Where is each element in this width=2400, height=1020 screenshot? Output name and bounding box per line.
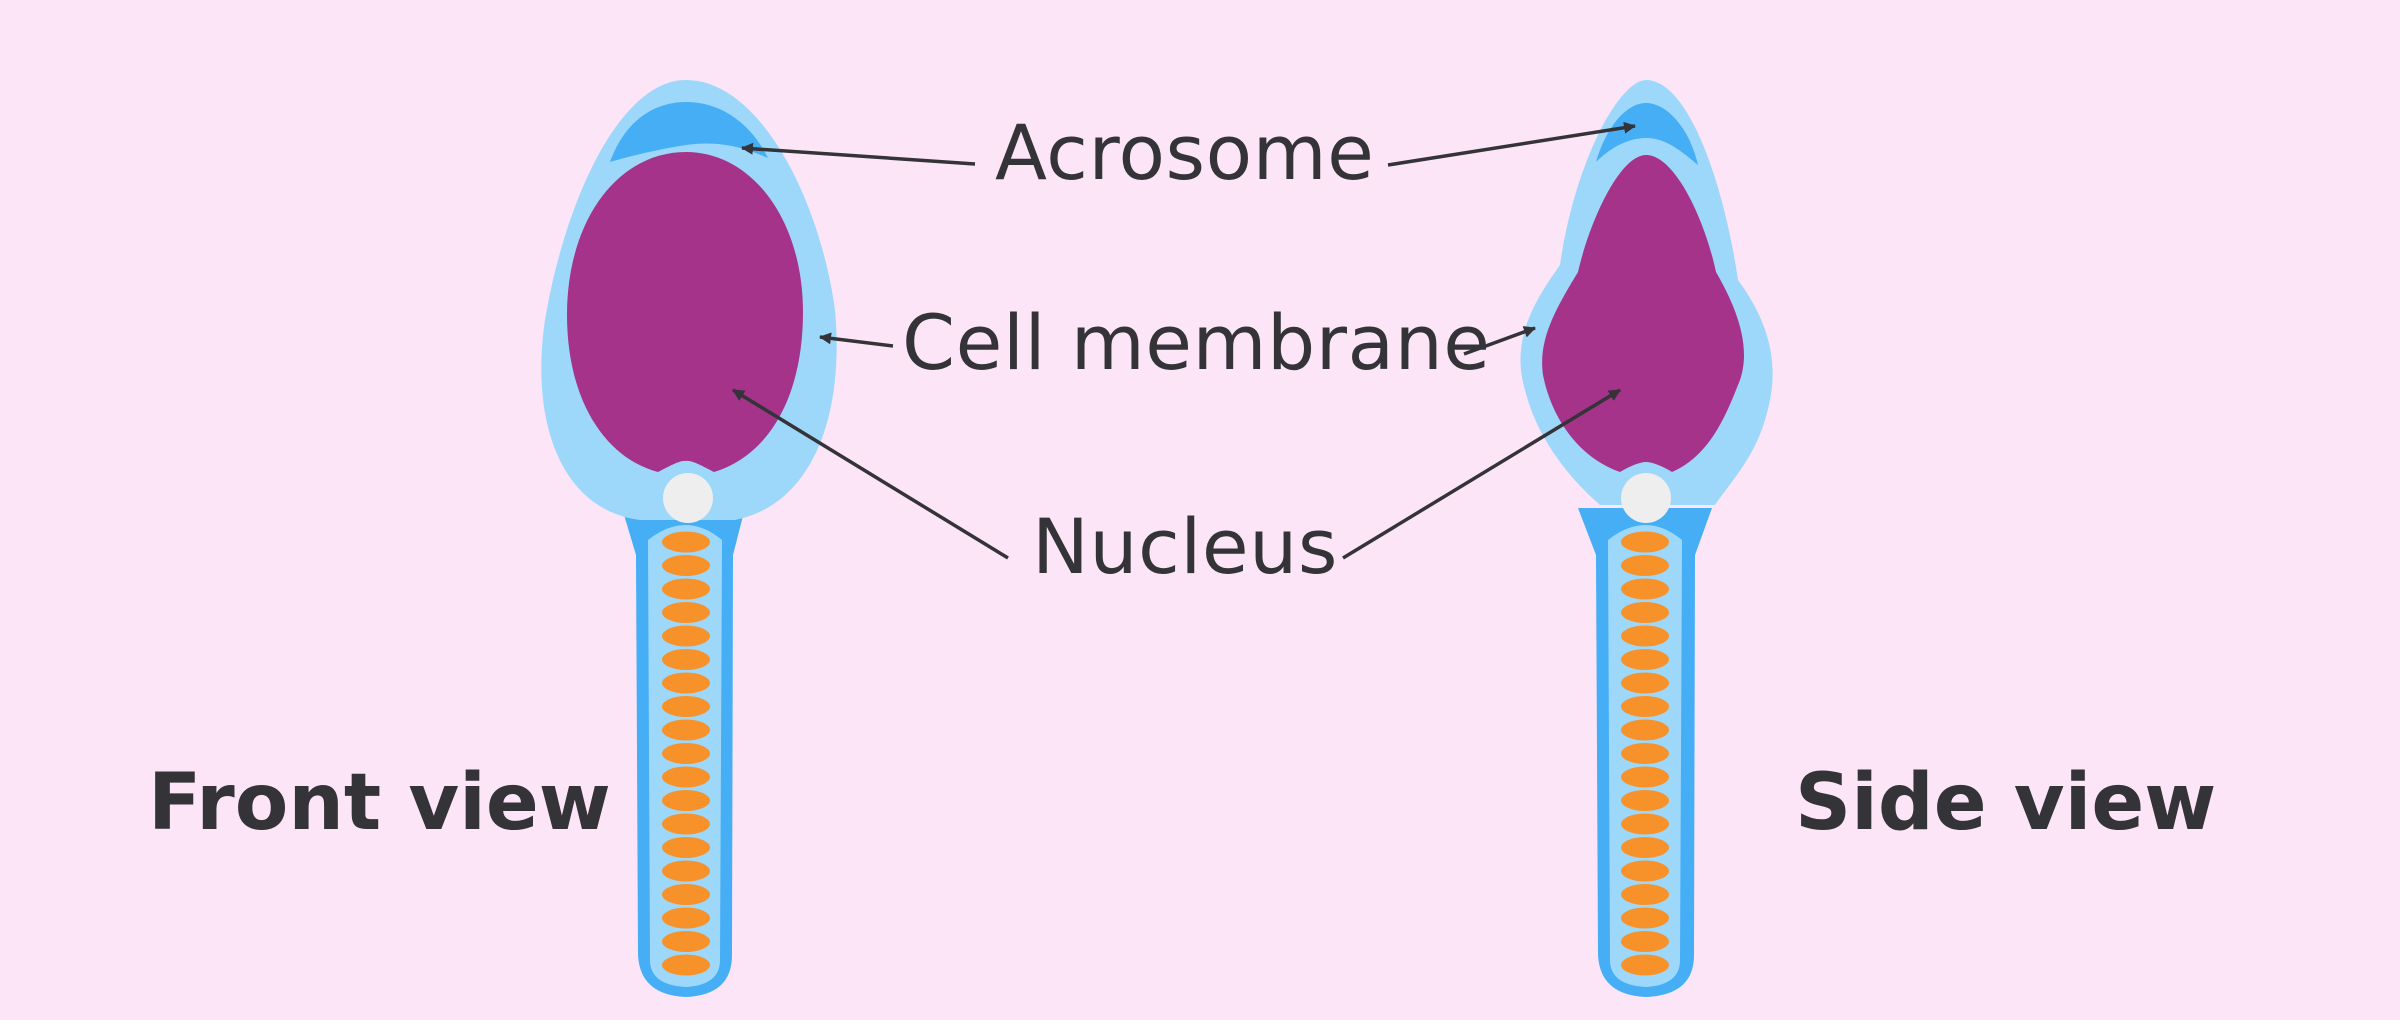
acrosome-label: Acrosome: [995, 108, 1375, 197]
side-mitochondrion: [1621, 649, 1669, 670]
front-nucleus: [567, 152, 803, 472]
front-view-sperm: [541, 80, 837, 997]
front-mitochondrion: [662, 555, 710, 576]
side-mitochondrion: [1621, 813, 1669, 835]
acrosome-pointer-front: [741, 142, 976, 166]
side-mitochondrion: [1621, 531, 1669, 553]
membrane-pointer-side: [1463, 326, 1536, 356]
pointer-lines: [732, 121, 1636, 560]
side-mitochondrion: [1621, 907, 1669, 929]
front-mitochondrion: [662, 766, 710, 788]
front-mitochondrion: [662, 649, 710, 670]
side-view-sperm: [1520, 80, 1773, 997]
front-mitochondrion: [662, 743, 710, 764]
side-mitochondrion: [1621, 931, 1669, 952]
front-mitochondrion: [662, 837, 710, 858]
side-view-label: Side view: [1795, 758, 2217, 848]
side-mitochondrion: [1621, 766, 1669, 788]
front-mitochondrion: [662, 602, 710, 623]
side-mitochondria: [1621, 531, 1669, 976]
front-mitochondrion: [662, 860, 710, 882]
front-mitochondrion: [662, 931, 710, 952]
side-centriole: [1621, 473, 1671, 523]
side-mitochondrion: [1621, 884, 1669, 905]
front-mitochondrion: [662, 672, 710, 694]
nucleus-label: Nucleus: [1032, 502, 1338, 591]
front-mitochondrion: [662, 954, 710, 976]
front-acrosome: [610, 102, 768, 162]
side-mitochondrion: [1621, 672, 1669, 694]
front-mitochondrion: [662, 884, 710, 905]
front-mitochondrion: [662, 790, 710, 811]
side-mitochondrion: [1621, 625, 1669, 647]
side-mitochondrion: [1621, 719, 1669, 741]
side-mitochondrion: [1621, 790, 1669, 811]
front-mitochondrion: [662, 578, 710, 600]
side-mitochondrion: [1621, 860, 1669, 882]
side-mitochondrion: [1621, 555, 1669, 576]
front-view-label: Front view: [148, 758, 611, 848]
acrosome-pointer-side: [1387, 121, 1636, 167]
front-mitochondrion: [662, 813, 710, 835]
side-mitochondrion: [1621, 837, 1669, 858]
cell-membrane-label: Cell membrane: [902, 298, 1491, 387]
front-mitochondrion: [662, 696, 710, 717]
side-mitochondrion: [1621, 696, 1669, 717]
side-mitochondrion: [1621, 743, 1669, 764]
nucleus-pointer-front: [732, 388, 1009, 560]
side-nucleus: [1542, 155, 1745, 472]
side-mitochondrion: [1621, 954, 1669, 976]
side-mitochondrion: [1621, 602, 1669, 623]
front-mitochondrion: [662, 531, 710, 553]
front-mitochondrion: [662, 625, 710, 647]
membrane-pointer-front: [819, 332, 894, 348]
front-mitochondria: [662, 531, 710, 976]
nucleus-pointer-side: [1342, 388, 1621, 560]
front-mitochondrion: [662, 907, 710, 929]
front-centriole: [663, 473, 713, 523]
side-acrosome: [1596, 103, 1698, 165]
side-mitochondrion: [1621, 578, 1669, 600]
front-mitochondrion: [662, 719, 710, 741]
